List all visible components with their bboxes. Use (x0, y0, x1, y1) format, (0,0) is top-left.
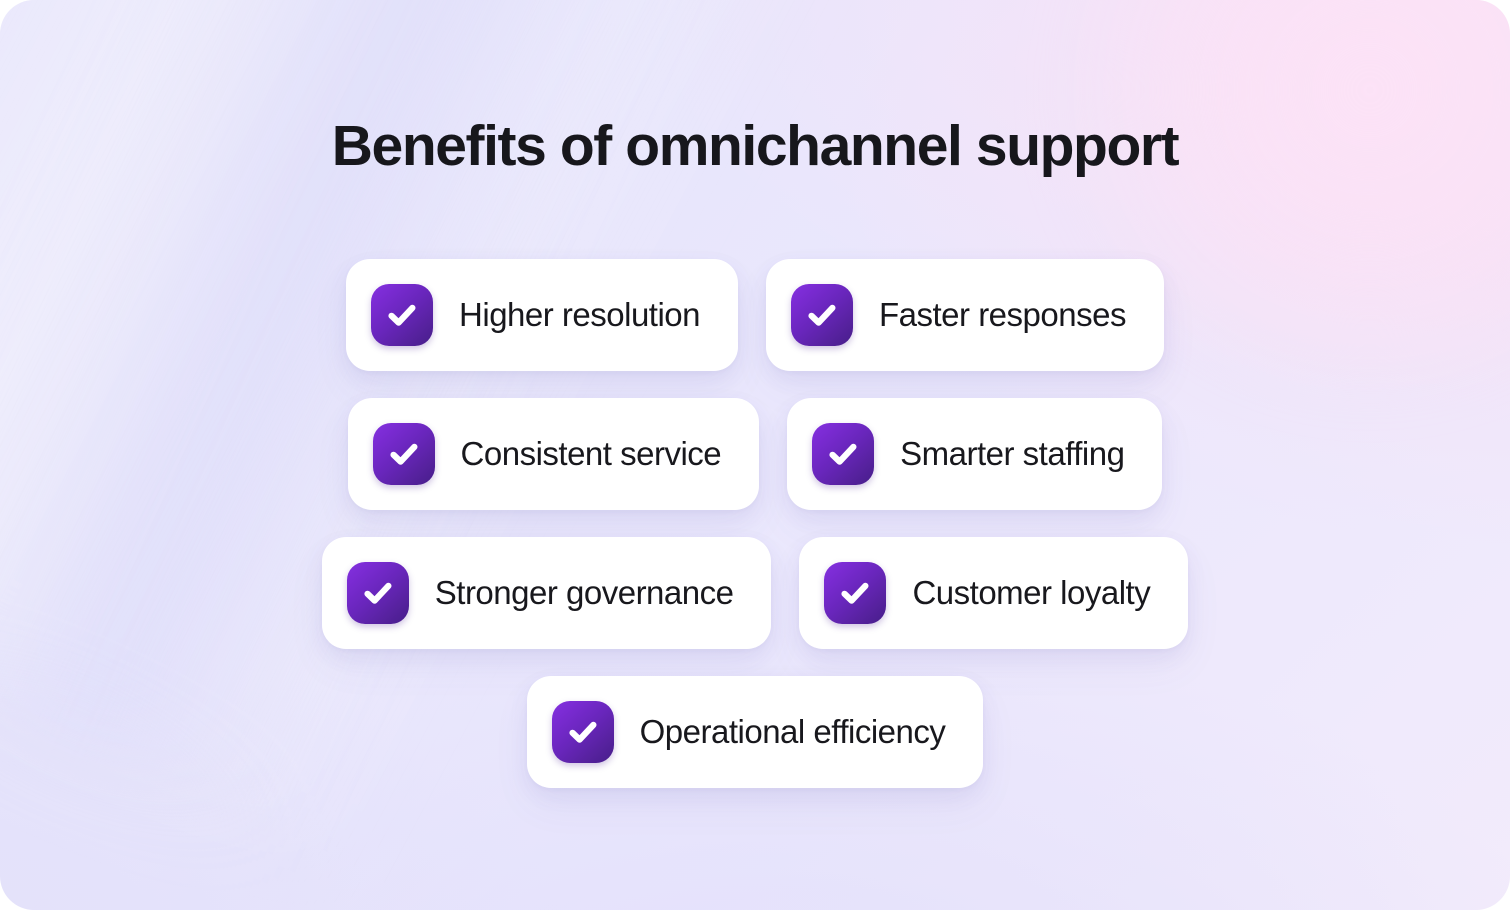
benefits-row-3: Stronger governance Customer loyalty (0, 537, 1510, 649)
benefit-card-consistent-service[interactable]: Consistent service (347, 398, 760, 510)
checkmark-icon (371, 284, 434, 346)
benefit-label: Customer loyalty (912, 573, 1151, 611)
benefits-row-2: Consistent service Smarter staffing (0, 398, 1510, 510)
benefit-card-smarter-staffing[interactable]: Smarter staffing (787, 398, 1163, 510)
benefit-label: Consistent service (460, 434, 722, 472)
benefit-label: Higher resolution (459, 295, 700, 333)
checkmark-icon (551, 701, 614, 763)
page-title: Benefits of omnichannel support (331, 114, 1180, 178)
benefit-card-operational-efficiency[interactable]: Operational efficiency (526, 676, 984, 788)
benefits-row-4: Operational efficiency (0, 676, 1510, 788)
benefit-card-customer-loyalty[interactable]: Customer loyalty (799, 537, 1189, 649)
checkmark-icon (372, 423, 435, 485)
benefit-label: Faster responses (879, 295, 1126, 333)
checkmark-icon (812, 423, 875, 485)
benefit-card-stronger-governance[interactable]: Stronger governance (321, 537, 772, 649)
checkmark-icon (791, 284, 853, 346)
checkmark-icon (824, 562, 887, 624)
benefit-card-higher-resolution[interactable]: Higher resolution (346, 259, 738, 371)
benefit-label: Operational efficiency (639, 712, 946, 750)
benefit-label: Stronger governance (434, 573, 734, 611)
benefit-label: Smarter staffing (900, 434, 1125, 472)
benefits-card-grid: Higher resolution Faster responses (0, 259, 1510, 815)
checkmark-icon (346, 562, 409, 624)
benefits-row-1: Higher resolution Faster responses (0, 259, 1510, 371)
benefit-card-faster-responses[interactable]: Faster responses (766, 259, 1164, 371)
